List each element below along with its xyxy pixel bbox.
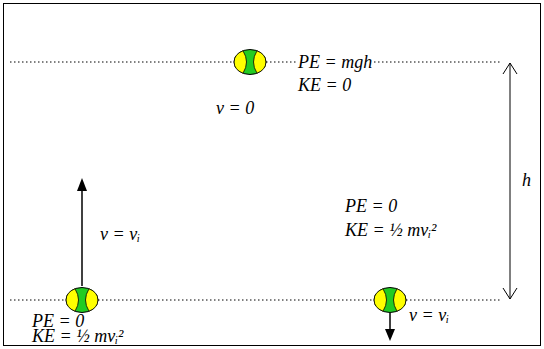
energy-label: PE = 0 <box>32 313 84 329</box>
energy-label: PE = mgh <box>296 54 374 70</box>
energy-label: KE = ½ mvᵢ² <box>345 222 436 238</box>
height-arrow <box>503 63 517 299</box>
velocity-label: v = vᵢ <box>100 226 140 242</box>
tennis-ball <box>234 50 266 75</box>
velocity-arrow <box>385 313 395 341</box>
tennis-ball <box>374 288 406 313</box>
height-label: h <box>522 172 531 188</box>
velocity-label: v = vᵢ <box>409 307 449 323</box>
tennis-ball <box>66 288 98 313</box>
energy-label: KE = 0 <box>298 77 351 93</box>
energy-label: PE = 0 <box>345 198 397 214</box>
velocity-arrow <box>77 178 87 286</box>
frame <box>4 4 541 346</box>
energy-label: KE = ½ mvᵢ² <box>32 328 123 344</box>
velocity-label: v = 0 <box>216 100 254 116</box>
